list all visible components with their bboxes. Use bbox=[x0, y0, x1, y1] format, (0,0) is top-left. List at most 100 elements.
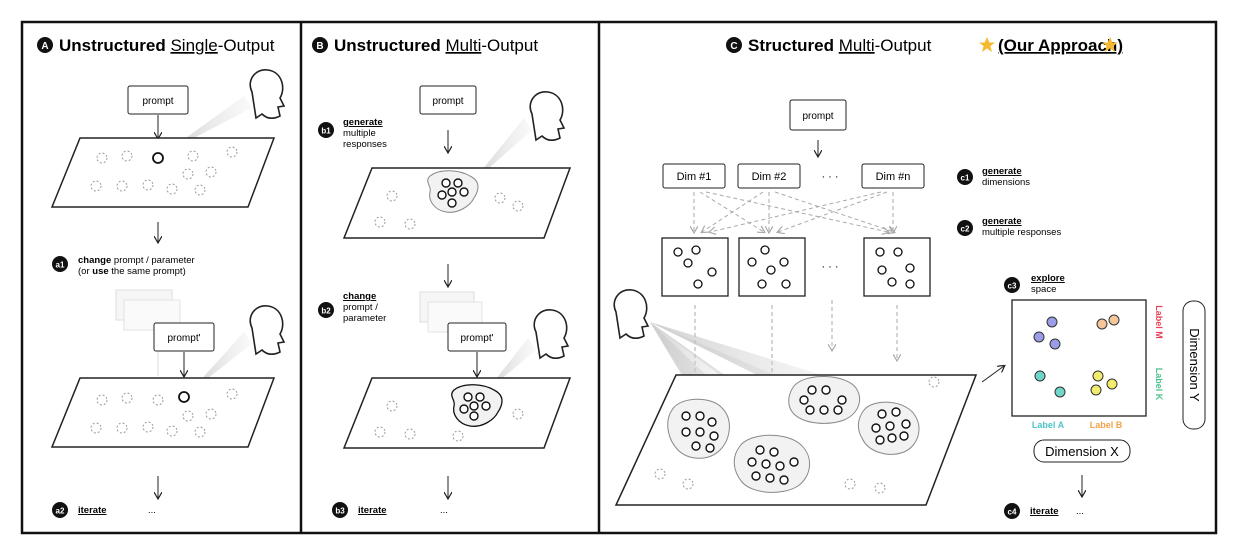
step-a1-line2: (or use the same prompt) bbox=[78, 266, 186, 277]
step-a2-badge-text: a2 bbox=[56, 507, 65, 516]
step-b3-badge bbox=[332, 502, 348, 518]
step-c4-badge-text: c4 bbox=[1008, 508, 1017, 517]
panel-c-badge bbox=[726, 37, 742, 53]
label-b: Label B bbox=[1090, 420, 1123, 430]
step-c2-badge-text: c2 bbox=[961, 225, 970, 234]
label-m: Label M bbox=[1154, 305, 1164, 339]
dim-ellipsis: · · · bbox=[821, 171, 838, 183]
dim-to-response-arrows bbox=[694, 191, 894, 232]
response-box-2 bbox=[738, 237, 806, 297]
step-b1-line2: multiple bbox=[343, 128, 376, 139]
panel-b-title: Unstructured Multi-Output bbox=[334, 36, 538, 55]
label-a: Label A bbox=[1032, 420, 1065, 430]
dim-label-2: Dim #2 bbox=[752, 171, 787, 183]
label-k: Label K bbox=[1154, 368, 1164, 401]
step-b3-badge-text: b3 bbox=[335, 507, 345, 516]
dim-box-2 bbox=[737, 163, 801, 189]
dimension-y-pill bbox=[1182, 300, 1206, 430]
response-box-n bbox=[863, 237, 931, 297]
panel-b-prompt-prime-label: prompt' bbox=[460, 333, 493, 344]
head-icon bbox=[613, 289, 650, 340]
head-icon bbox=[529, 91, 566, 142]
head-icon bbox=[249, 69, 286, 120]
step-c3-badge bbox=[1004, 277, 1020, 293]
arrow-to-space bbox=[981, 366, 1004, 383]
dimension-x-label: Dimension X bbox=[1045, 444, 1119, 459]
dim-box-n bbox=[861, 163, 925, 189]
space-dot bbox=[1033, 331, 1045, 343]
step-c2-line1: generate bbox=[982, 216, 1022, 227]
panel-b-badge-text: B bbox=[316, 41, 323, 52]
space-dot bbox=[1046, 316, 1058, 328]
star-icon bbox=[979, 37, 995, 52]
step-c2-line2: multiple responses bbox=[982, 227, 1061, 238]
step-b2-badge bbox=[318, 302, 334, 318]
panel-c-badge-text: C bbox=[730, 41, 737, 52]
space-dot bbox=[1108, 314, 1120, 326]
panel-c: C Structured Multi-Output (Our Approach)… bbox=[613, 36, 1206, 519]
panel-b-prompt-label: prompt bbox=[432, 96, 463, 107]
panel-a-title: Unstructured Single-Output bbox=[59, 36, 275, 55]
panel-a-prompt-prime-box bbox=[153, 322, 215, 352]
dimension-y-label: Dimension Y bbox=[1187, 328, 1202, 402]
step-a1-line1: change prompt / parameter bbox=[78, 255, 195, 266]
step-c3-line2: space bbox=[1031, 284, 1056, 295]
step-c1-badge bbox=[957, 169, 973, 185]
panel-a-prompt-prime-label: prompt' bbox=[167, 333, 200, 344]
beam-a2 bbox=[190, 332, 252, 392]
response-ellipsis: · · · bbox=[821, 261, 838, 273]
panel-c-prompt-box bbox=[789, 99, 847, 131]
step-b1-badge bbox=[318, 122, 334, 138]
step-a2-ellipsis: ... bbox=[148, 505, 156, 516]
panel-c-title: Structured Multi-Output bbox=[748, 36, 932, 55]
panel-b-prompt-box bbox=[419, 85, 477, 115]
step-b1-badge-text: b1 bbox=[321, 127, 331, 136]
step-b2-line3: parameter bbox=[343, 313, 386, 324]
step-c3-badge-text: c3 bbox=[1008, 282, 1017, 291]
dim-label-1: Dim #1 bbox=[677, 171, 712, 183]
step-b1-line3: responses bbox=[343, 139, 387, 150]
space-dot bbox=[1054, 386, 1066, 398]
star-icon bbox=[1102, 37, 1118, 52]
step-a1-badge bbox=[52, 256, 68, 272]
head-icon bbox=[249, 305, 286, 356]
step-c4-label: iterate bbox=[1030, 506, 1059, 517]
selected-output-a2 bbox=[178, 391, 190, 403]
step-c4-badge bbox=[1004, 503, 1020, 519]
panel-c-title-highlight: (Our Approach) bbox=[998, 36, 1123, 55]
plane-a1 bbox=[50, 137, 276, 208]
panel-a-prompt-box bbox=[127, 85, 189, 115]
step-c1-badge-text: c1 bbox=[961, 174, 970, 183]
head-icon bbox=[533, 309, 570, 360]
step-b2-line2: prompt / bbox=[343, 302, 378, 313]
panel-b-prompt-prime-box bbox=[447, 322, 507, 352]
step-c1-line1: generate bbox=[982, 166, 1022, 177]
space-dot bbox=[1049, 338, 1061, 350]
step-c3-line1: explore bbox=[1031, 273, 1065, 284]
panel-a: A Unstructured Single-Output prompt a1 c… bbox=[37, 36, 286, 518]
space-dot bbox=[1096, 318, 1108, 330]
panel-a-badge bbox=[37, 37, 53, 53]
step-b2-badge-text: b2 bbox=[321, 307, 331, 316]
space-dot bbox=[1034, 370, 1046, 382]
panel-a-badge-text: A bbox=[41, 41, 48, 52]
step-a2-label: iterate bbox=[78, 505, 107, 516]
space-dot bbox=[1090, 384, 1102, 396]
dim-box-1 bbox=[662, 163, 726, 189]
panel-c-prompt-label: prompt bbox=[802, 111, 833, 122]
explore-space-box bbox=[1011, 299, 1147, 417]
step-c2-badge bbox=[957, 220, 973, 236]
space-dot bbox=[1092, 370, 1104, 382]
step-b1-line1: generate bbox=[343, 117, 383, 128]
outer-frame bbox=[20, 20, 1218, 535]
step-b3-ellipsis: ... bbox=[440, 505, 448, 516]
panel-a-prompt-label: prompt bbox=[142, 96, 173, 107]
step-c4-ellipsis: ... bbox=[1076, 506, 1084, 517]
step-a2-badge bbox=[52, 502, 68, 518]
step-b2-line1: change bbox=[343, 291, 376, 302]
space-dot bbox=[1106, 378, 1118, 390]
step-a1-badge-text: a1 bbox=[56, 261, 65, 270]
panel-b: B Unstructured Multi-Output prompt b1 ge… bbox=[312, 36, 572, 518]
step-b3-label: iterate bbox=[358, 505, 387, 516]
